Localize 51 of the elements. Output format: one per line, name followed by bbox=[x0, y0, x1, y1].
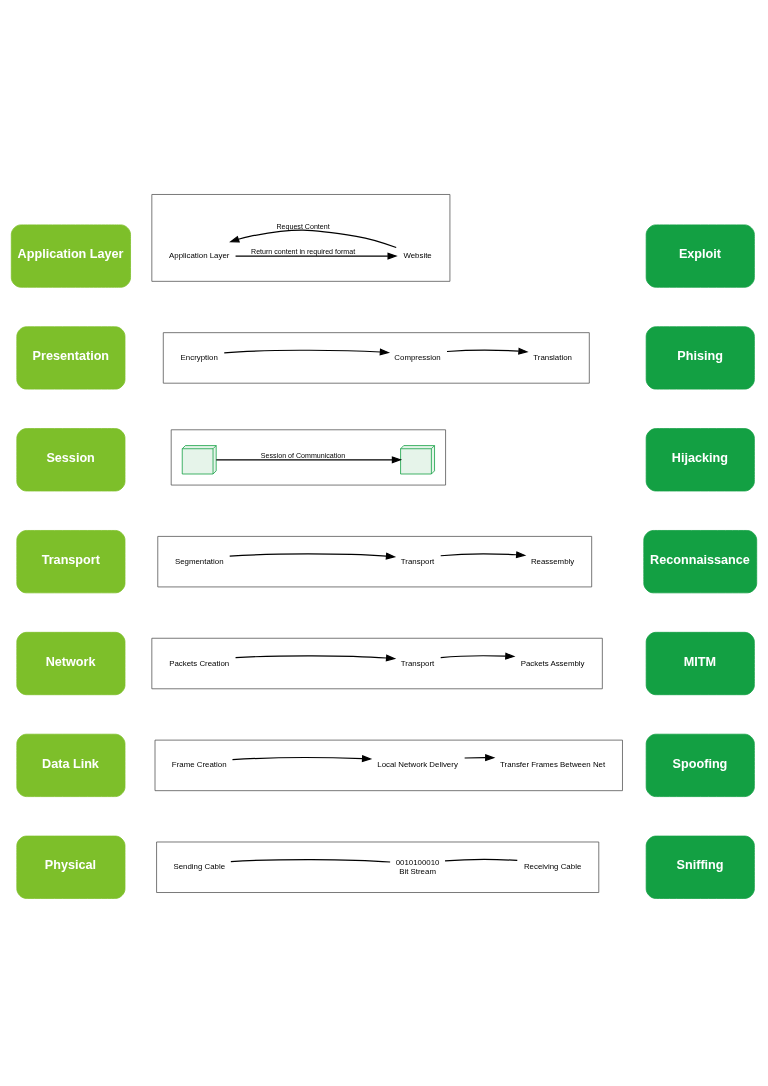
arrow bbox=[234, 251, 398, 260]
connector bbox=[444, 858, 518, 862]
connector bbox=[230, 858, 391, 863]
arrow bbox=[440, 652, 516, 660]
node-text: Compression bbox=[394, 352, 441, 362]
node-box: Data Link bbox=[16, 733, 126, 797]
arrow bbox=[464, 753, 496, 761]
arrow bbox=[234, 653, 397, 662]
arrow bbox=[231, 754, 373, 762]
cluster bbox=[157, 535, 593, 587]
arrow bbox=[215, 455, 403, 463]
node-text: Transfer Frames Between Net bbox=[500, 759, 606, 769]
arrow bbox=[440, 550, 527, 558]
cluster bbox=[154, 739, 623, 791]
node-text: Local Network Delivery bbox=[377, 759, 458, 769]
node-text: Transport bbox=[400, 556, 435, 566]
node-text: Segmentation bbox=[174, 556, 224, 566]
node-box: MITM bbox=[645, 631, 755, 695]
node-box: Session bbox=[16, 427, 126, 491]
node-box: Sniffing bbox=[645, 835, 755, 899]
node-box: Exploit bbox=[645, 224, 755, 288]
cluster bbox=[156, 841, 600, 893]
arrow bbox=[229, 552, 397, 560]
cluster bbox=[151, 637, 603, 689]
cluster bbox=[151, 193, 451, 282]
node-text: 0010100010 Bit Stream bbox=[395, 857, 440, 876]
cluster bbox=[170, 428, 446, 485]
node-text: Website bbox=[403, 250, 432, 260]
node-text: Reassembly bbox=[530, 556, 575, 566]
node-text: Transport bbox=[400, 658, 435, 667]
node-box: Spoofing bbox=[645, 733, 755, 797]
node-text: Translation bbox=[533, 352, 572, 362]
node-box: Network bbox=[16, 631, 126, 695]
arrow bbox=[446, 347, 529, 355]
node-text: Packets Creation bbox=[169, 658, 230, 667]
node-text: Sending Cable bbox=[173, 861, 226, 871]
node-text: Receiving Cable bbox=[523, 861, 582, 871]
node-box: Presentation bbox=[16, 325, 126, 389]
node-text: Encryption bbox=[180, 352, 218, 362]
node-box: Hijacking bbox=[645, 427, 755, 491]
cluster bbox=[162, 331, 590, 384]
node-box: Phising bbox=[645, 325, 755, 389]
node-text: Frame Creation bbox=[171, 759, 227, 769]
node-text: Packets Assembly bbox=[520, 658, 585, 667]
node-text: Application Layer bbox=[169, 250, 230, 260]
arrow bbox=[229, 229, 397, 248]
arrow bbox=[223, 347, 391, 356]
node-box: Application Layer bbox=[10, 224, 131, 288]
node-box: Physical bbox=[16, 835, 126, 899]
node-box: Transport bbox=[16, 529, 126, 593]
node-box: Reconnaissance bbox=[643, 529, 758, 593]
